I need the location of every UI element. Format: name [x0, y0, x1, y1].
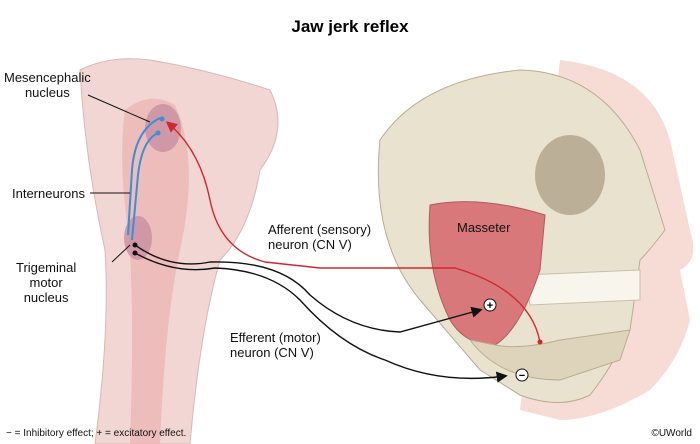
label-line: Trigeminal: [16, 260, 77, 275]
label-efferent-neuron: Efferent (motor) neuron (CN V): [230, 330, 321, 360]
mandible: [468, 329, 631, 381]
label-line: neuron (CN V): [268, 237, 352, 252]
plus-symbol: +: [487, 300, 493, 312]
label-masseter: Masseter: [457, 220, 511, 235]
neuron-soma: [132, 242, 138, 248]
label-interneurons: Interneurons: [12, 186, 85, 201]
footnote: − = Inhibitory effect; + = excitatory ef…: [6, 428, 187, 439]
efferent-neuron-excitatory: [134, 244, 483, 333]
leader-line: [111, 244, 131, 263]
masseter-muscle: [428, 201, 546, 346]
leader-line: [87, 94, 151, 123]
orbit: [535, 135, 605, 215]
interneuron-path: [127, 117, 161, 236]
brainstem-core: [122, 98, 189, 444]
interneuron-path: [131, 132, 159, 241]
label-mesencephalic-nucleus: Mesencephalic nucleus: [4, 70, 91, 100]
minus-symbol: −: [519, 370, 525, 382]
trigeminal-motor-nucleus: [124, 216, 152, 260]
label-line: Afferent (sensory): [268, 222, 372, 237]
muscle-spindle: [537, 339, 543, 345]
copyright: ©UWorld: [651, 428, 692, 439]
label-line: nucleus: [24, 85, 70, 100]
label-line: neuron (CN V): [230, 345, 314, 360]
afferent-neuron: [165, 121, 541, 343]
teeth: [524, 269, 641, 306]
neuron-soma: [159, 116, 165, 122]
label-trigeminal-motor-nucleus: Trigeminal motor nucleus: [16, 260, 76, 305]
excitatory-effect-marker: [483, 298, 497, 312]
label-line: nucleus: [23, 290, 69, 305]
label-line: motor: [29, 275, 63, 290]
label-line: Efferent (motor): [230, 330, 321, 345]
mesencephalic-nucleus: [145, 104, 181, 152]
label-afferent-neuron: Afferent (sensory) neuron (CN V): [268, 222, 371, 252]
page-title: Jaw jerk reflex: [291, 17, 409, 36]
neuron-soma: [155, 130, 161, 136]
efferent-neuron-inhibitory: [134, 252, 508, 383]
label-line: Mesencephalic: [4, 70, 91, 85]
inhibitory-effect-marker: [515, 368, 529, 382]
neuron-soma: [132, 250, 138, 256]
